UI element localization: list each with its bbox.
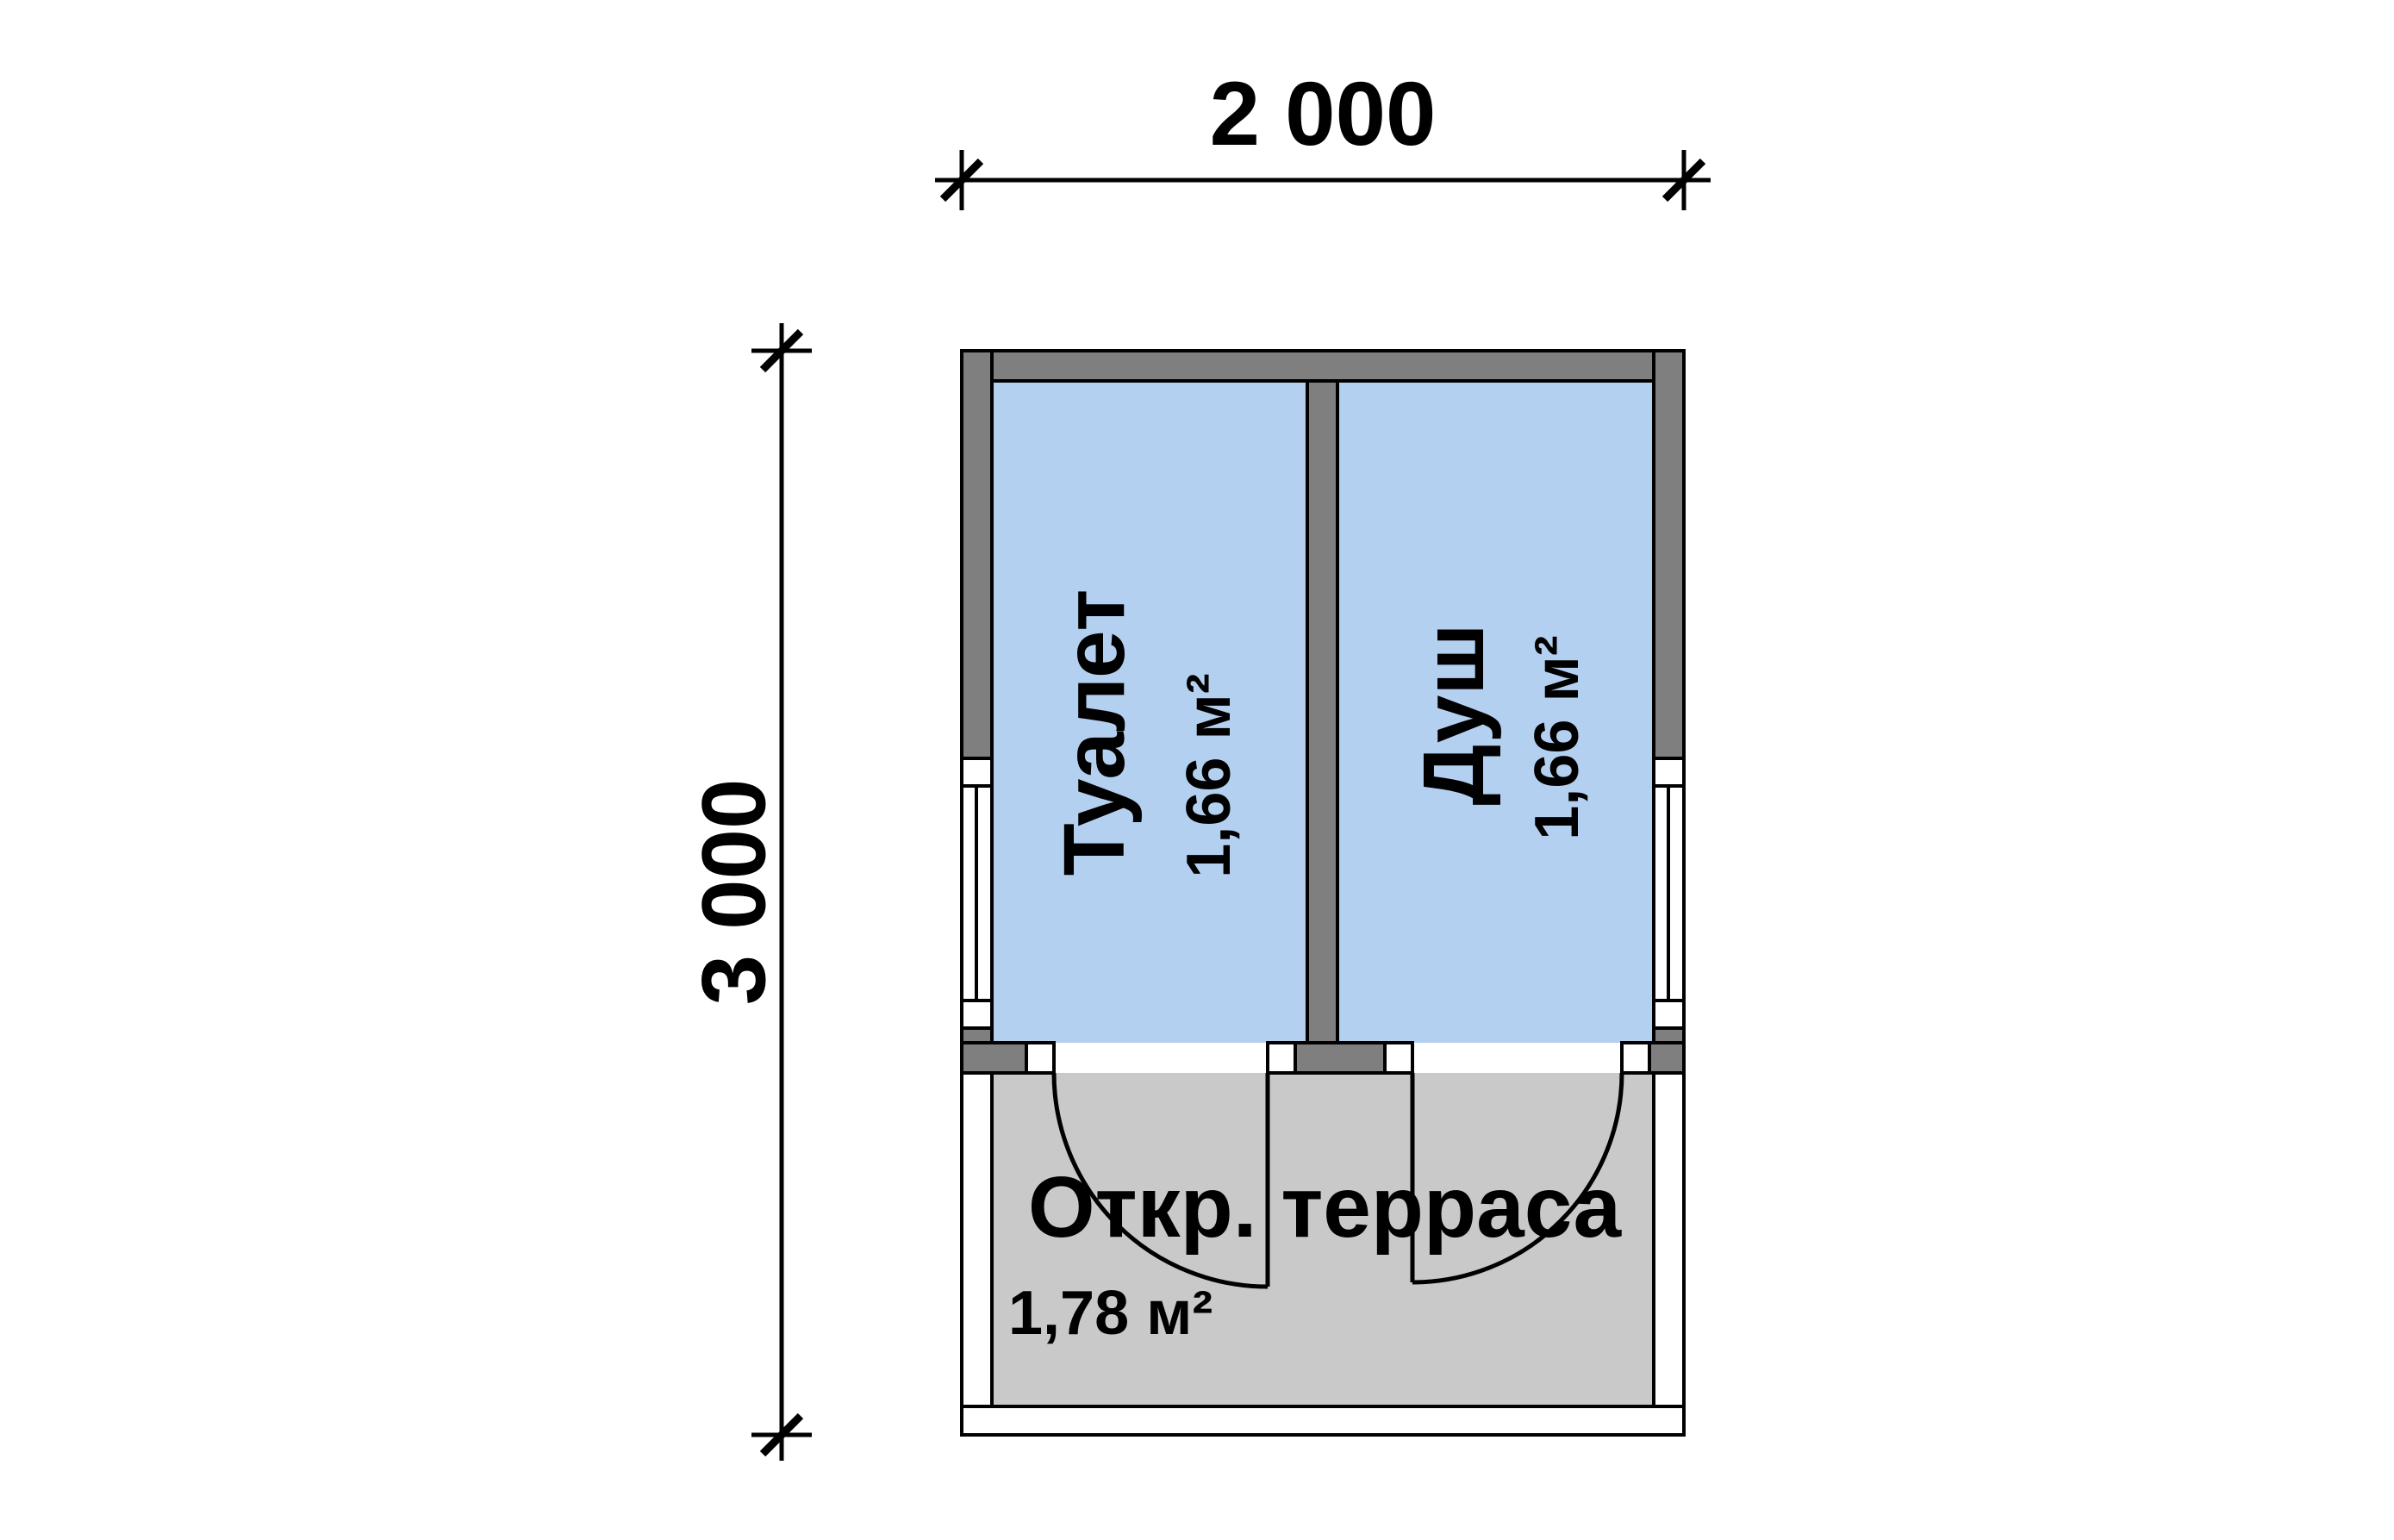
door-jamb-cap xyxy=(1025,1041,1056,1075)
terrace-right-edge xyxy=(1652,1071,1686,1437)
door-toilet xyxy=(1051,1072,1270,1289)
window-right xyxy=(1652,757,1686,1030)
door-shower xyxy=(1410,1072,1624,1285)
wall-bottom-segment-right xyxy=(1648,1041,1686,1075)
terrace-area-label: 1,78 м² xyxy=(1008,1279,1213,1348)
wall-bottom-segment-left xyxy=(960,1041,1028,1075)
dimension-left-label: 3 000 xyxy=(684,779,785,1006)
toilet-area-label: 1,66 м² xyxy=(1175,673,1244,877)
walls xyxy=(960,349,1686,1075)
dimension-top: 2 000 xyxy=(935,64,1711,210)
toilet-label: Туалет xyxy=(1046,589,1143,876)
door-jamb-cap xyxy=(1266,1041,1297,1075)
wall-bottom-segment-center xyxy=(1294,1041,1387,1075)
door-jamb-cap xyxy=(1383,1041,1414,1075)
toilet-room-fill xyxy=(992,381,1307,1043)
terrace-label: Откр. терраса xyxy=(1028,1159,1623,1256)
wall-top xyxy=(960,349,1686,383)
terrace-fill xyxy=(992,1073,1654,1406)
door-swing-arc xyxy=(1051,1072,1269,1289)
dimension-tick xyxy=(759,328,804,373)
dimension-tick xyxy=(1661,158,1706,203)
wall-middle-partition xyxy=(1306,379,1339,1044)
terrace-bottom-edge xyxy=(960,1405,1686,1437)
terrace-left-edge xyxy=(960,1071,994,1437)
shower-area-label: 1,66 м² xyxy=(1523,635,1592,839)
dimension-tick xyxy=(939,158,984,203)
dimension-top-label: 2 000 xyxy=(1210,64,1437,165)
terrace xyxy=(960,1071,1686,1437)
door-swing-arc xyxy=(1412,1072,1624,1285)
shower-room-fill xyxy=(1337,381,1654,1043)
window-left xyxy=(960,757,994,1030)
dimension-left: 3 000 xyxy=(684,323,812,1461)
dimension-tick xyxy=(759,1412,804,1457)
door-jamb-cap xyxy=(1620,1041,1651,1075)
shower-label: Душ xyxy=(1406,623,1502,805)
